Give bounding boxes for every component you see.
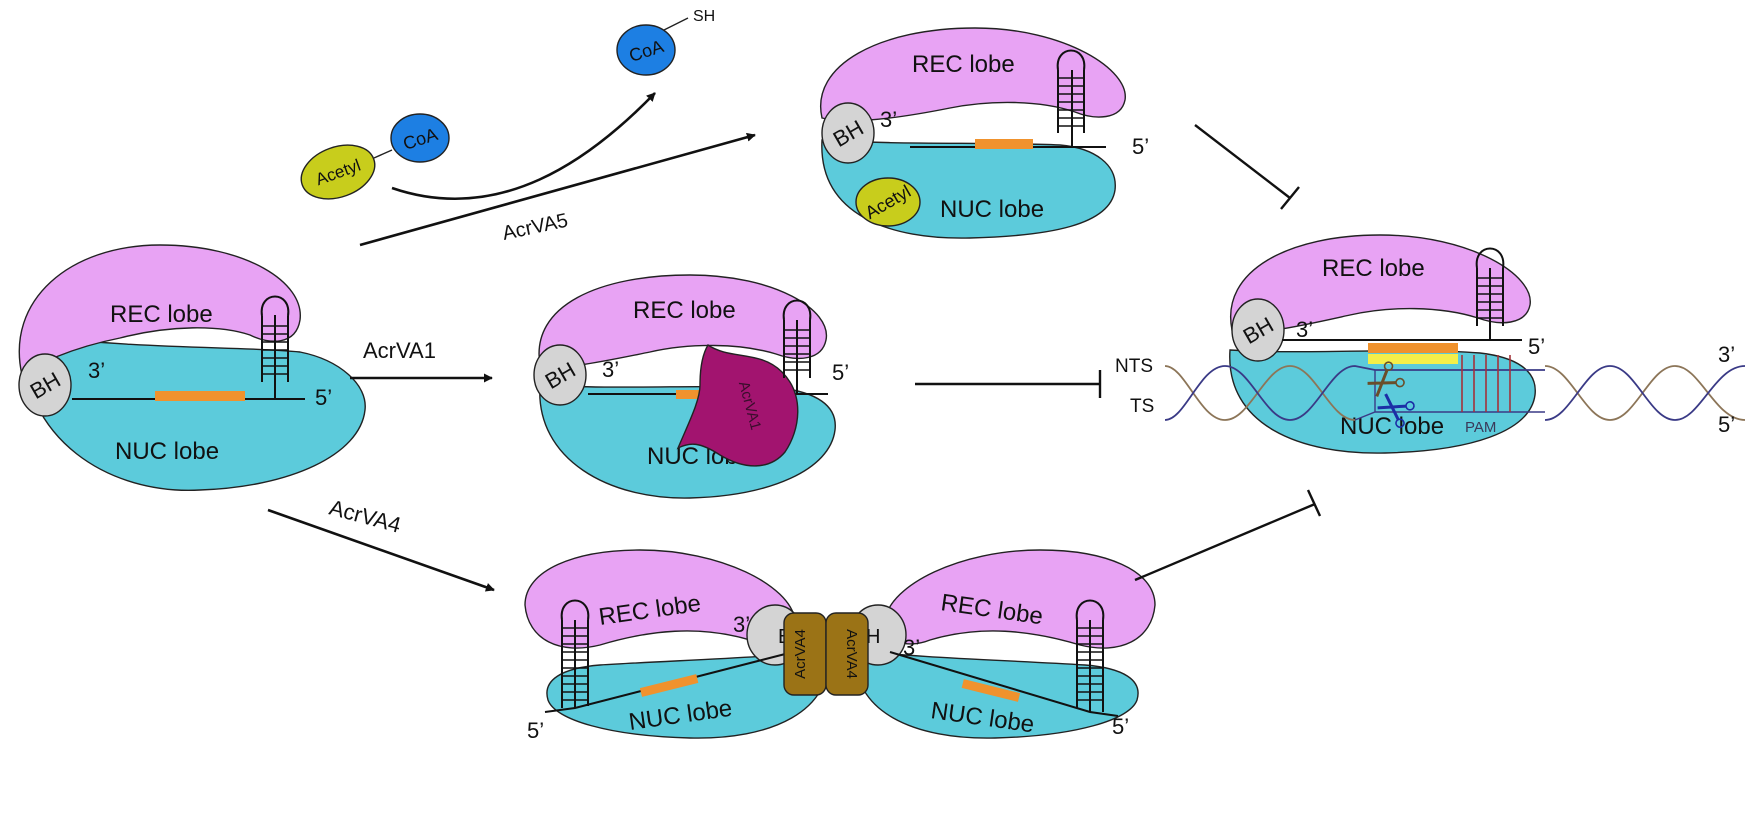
ts-strand xyxy=(1164,365,1746,421)
scissors-icon xyxy=(1367,361,1405,397)
three-prime-label: 3’ xyxy=(1718,342,1735,367)
five-prime-label: 5’ xyxy=(527,718,544,743)
cas12a-active-complex: REC lobe NUC lobe PAM BH 3’ 5’ xyxy=(1115,234,1746,454)
cas12a-complex-acrva1: REC lobe NUC lobe BH AcrVA1 3’ 5’ xyxy=(533,274,849,499)
acrva5-arrow xyxy=(359,132,756,247)
three-prime-label: 3’ xyxy=(733,612,750,637)
cas12a-complex-acetylated: REC lobe NUC lobe Acetyl BH 3’ 5’ xyxy=(819,27,1149,239)
nuc-lobe-shape xyxy=(546,649,830,739)
spacer-segment xyxy=(1368,343,1458,353)
coa-group xyxy=(390,113,450,163)
bh-domain xyxy=(18,353,72,417)
inhibition-bar-acrva4 xyxy=(1134,489,1322,582)
acrva4-arrow xyxy=(267,508,495,592)
three-prime-label: 3’ xyxy=(602,357,619,382)
pam-label: PAM xyxy=(1465,419,1496,436)
nuc-lobe-label: NUC lobe xyxy=(115,438,219,465)
rec-lobe-label: REC lobe xyxy=(1322,255,1425,282)
three-prime-label: 3’ xyxy=(880,107,897,132)
strand-loop xyxy=(1354,370,1545,421)
rec-lobe-shape xyxy=(884,549,1156,649)
crrna-strand xyxy=(1282,268,1522,341)
acetyl-group xyxy=(300,144,376,200)
acrva4-protein-label: AcrVA4 xyxy=(843,629,860,679)
inhibition-bar-acrva1 xyxy=(915,370,1102,398)
coa-group xyxy=(616,24,676,76)
three-prime-label: 3’ xyxy=(88,358,105,383)
crrna-hairpin xyxy=(1475,247,1505,326)
ts-label: TS xyxy=(1130,396,1154,417)
scissors-icon xyxy=(1377,393,1415,428)
bh-domain xyxy=(1231,298,1285,362)
rec-lobe-label: REC lobe xyxy=(912,51,1015,78)
coa-sh: CoA SH xyxy=(616,8,715,76)
acetyl-transfer-arrow xyxy=(391,92,656,200)
acetyl-group xyxy=(855,177,921,227)
rec-lobe-label: REC lobe xyxy=(633,297,736,324)
nts-label: NTS xyxy=(1115,356,1153,377)
nuc-lobe-shape xyxy=(21,334,366,491)
crrna-hairpin xyxy=(1056,49,1086,133)
rec-lobe-shape xyxy=(1229,234,1531,333)
acrva4-protein-label: AcrVA4 xyxy=(792,629,809,679)
spacer-segment xyxy=(961,679,1021,702)
target-strand-segment xyxy=(1368,354,1458,364)
five-prime-label: 5’ xyxy=(1528,334,1545,359)
acrva1-protein xyxy=(676,344,799,467)
spacer-segment xyxy=(155,391,245,401)
crrna-hairpin xyxy=(560,599,590,708)
acrva4-protein xyxy=(825,612,869,696)
crrna-hairpin xyxy=(782,299,812,378)
cas12a-complex-left: REC lobe NUC lobe BH 3’ 5’ xyxy=(18,244,366,491)
bh-domain xyxy=(821,102,875,164)
rec-lobe-shape xyxy=(538,274,828,368)
acetyl-coa: Acetyl CoA xyxy=(300,113,450,200)
crrna-strand xyxy=(544,620,794,713)
three-prime-label: 3’ xyxy=(1296,317,1313,342)
acrva5-label: AcrVA5 xyxy=(500,210,569,245)
h-fragment-label: H xyxy=(866,626,880,648)
crrna-hairpin xyxy=(1075,599,1105,712)
rec-lobe-shape xyxy=(18,244,301,377)
nuc-lobe-label: NUC lobe xyxy=(940,196,1044,223)
inhibition-bar-acetyl xyxy=(1194,124,1300,210)
cas12a-dimer-acrva4: REC lobe NUC lobe B 3’ 5’ REC lobe NUC l… xyxy=(524,549,1156,743)
acrva4-label: AcrVA4 xyxy=(327,495,404,538)
five-prime-label: 5’ xyxy=(1718,412,1735,437)
five-prime-label: 5’ xyxy=(832,360,849,385)
spacer-segment xyxy=(676,390,700,399)
five-prime-label: 5’ xyxy=(315,385,332,410)
rec-lobe-label: REC lobe xyxy=(110,301,213,328)
nuc-lobe-label: NUC lobe xyxy=(1340,413,1444,440)
acrva1-label: AcrVA1 xyxy=(363,338,436,363)
five-prime-label: 5’ xyxy=(1132,134,1149,159)
spacer-segment xyxy=(975,139,1033,149)
crrna-strand xyxy=(72,315,305,400)
sh-label: SH xyxy=(693,8,715,25)
bh-domain xyxy=(533,344,587,406)
crrna-strand xyxy=(910,70,1106,148)
rec-lobe-shape xyxy=(819,27,1126,122)
three-prime-label: 3’ xyxy=(903,635,920,660)
five-prime-label: 5’ xyxy=(1112,714,1129,739)
spacer-segment xyxy=(639,674,699,697)
crrna-hairpin xyxy=(260,295,290,382)
pam-site xyxy=(1461,355,1511,412)
